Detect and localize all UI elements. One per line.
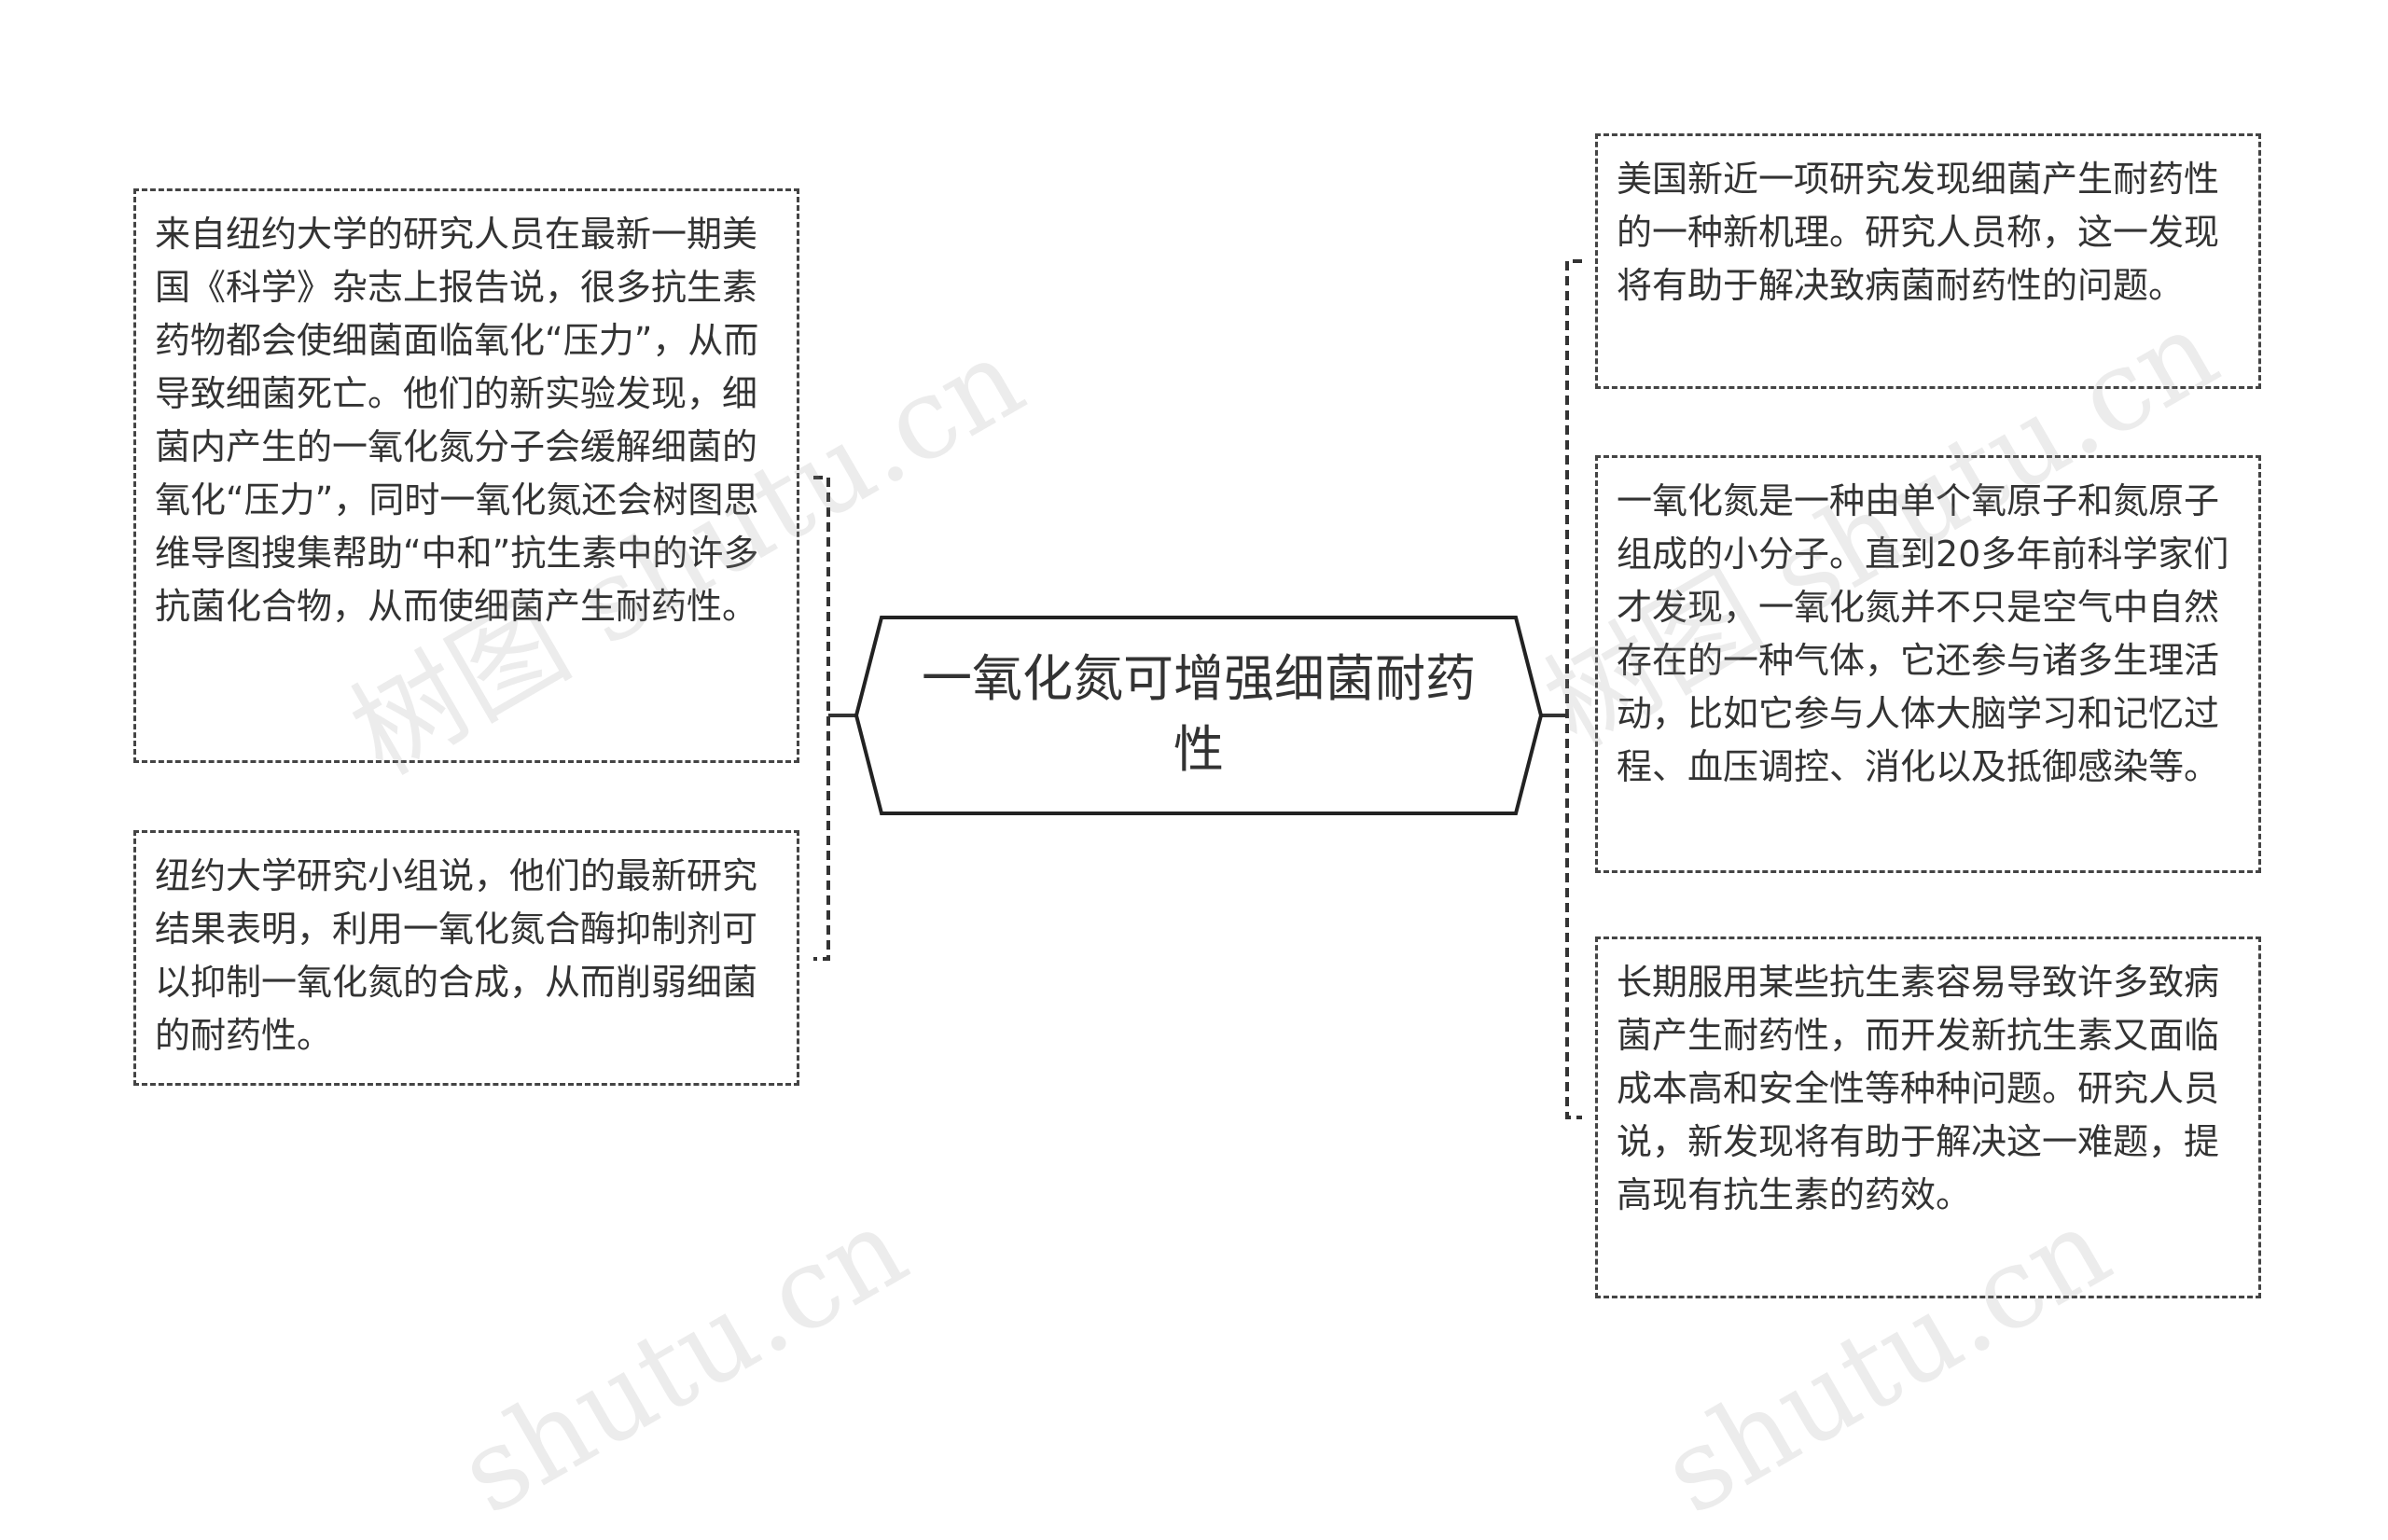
right-node-1[interactable]: 美国新近一项研究发现细菌产生耐药性的一种新机理。研究人员称，这一发现将有助于解决… [1595, 133, 2261, 389]
center-node-shape[interactable] [854, 616, 1544, 815]
right-bracket [1565, 259, 1582, 1119]
right-node-2[interactable]: 一氧化氮是一种由单个氧原子和氮原子组成的小分子。直到20多年前科学家们才发现，一… [1595, 455, 2261, 873]
right-node-3[interactable]: 长期服用某些抗生素容易导致许多致病菌产生耐药性，而开发新抗生素又面临成本高和安全… [1595, 936, 2261, 1298]
left-node-2[interactable]: 纽约大学研究小组说，他们的最新研究结果表明，利用一氧化氮合酶抑制剂可以抑制一氧化… [133, 830, 799, 1086]
left-node-1[interactable]: 来自纽约大学的研究人员在最新一期美国《科学》杂志上报告说，很多抗生素药物都会使细… [133, 188, 799, 763]
center-node-title[interactable]: 一氧化氮可增强细菌耐药性 [922, 649, 1476, 779]
left-bracket [813, 476, 830, 961]
mindmap-canvas [813, 259, 1582, 1119]
